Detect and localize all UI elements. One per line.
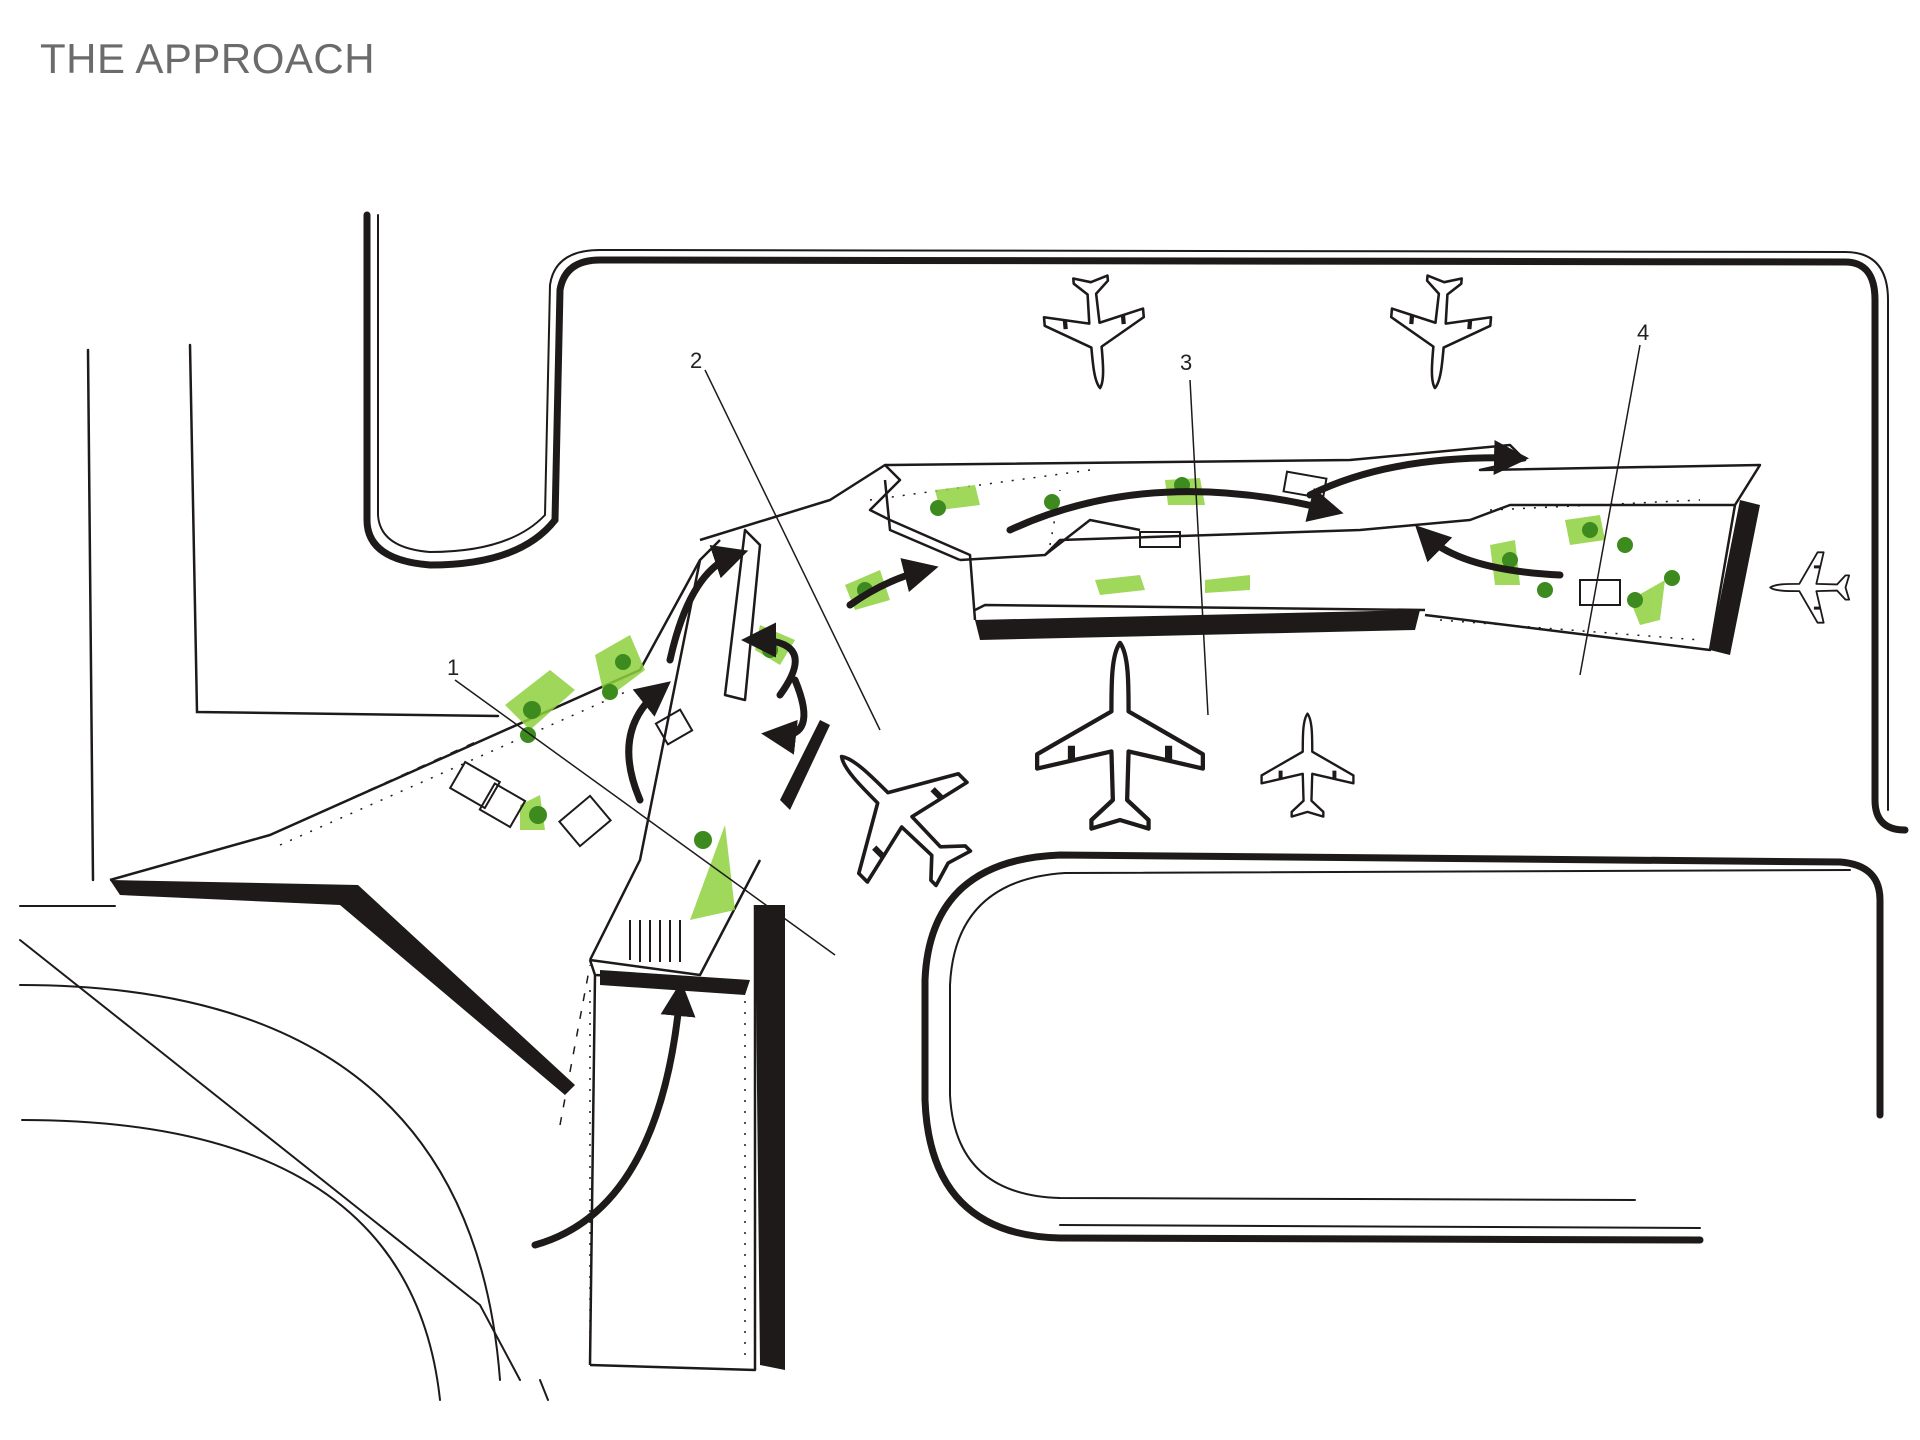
- spine-arrow-3: [1415, 525, 1564, 579]
- ramp-arrow-5: [761, 676, 808, 755]
- ramp-arrow-1: [625, 681, 671, 804]
- callout-leaders: [454, 344, 1641, 956]
- page-title: THE APPROACH: [40, 35, 376, 82]
- spine-arrow-1: [1006, 487, 1344, 534]
- callout-3: 3: [1180, 350, 1192, 375]
- airplane-icon: [1262, 714, 1354, 817]
- airplane-icon: [1037, 643, 1203, 829]
- landscape-planting: [448, 470, 1680, 920]
- spine-arrow-2: [1306, 440, 1529, 499]
- callout-1: 1: [447, 655, 459, 680]
- ramp-arrow-3: [666, 545, 749, 664]
- ramp-arrow-4: [846, 558, 939, 609]
- airplane-icon: [1769, 550, 1852, 625]
- airplanes: [792, 273, 1852, 918]
- airplane-icon: [1041, 273, 1150, 393]
- circulation-arrows: [531, 440, 1564, 1249]
- callout-4: 4: [1637, 320, 1649, 345]
- road-network: [19, 211, 1909, 1401]
- ramp-arrow-2: [741, 622, 799, 699]
- callout-2: 2: [690, 348, 702, 373]
- terminal-building: [109, 443, 1762, 1372]
- airplane-icon: [1385, 273, 1494, 393]
- entry-arrow: [531, 981, 696, 1249]
